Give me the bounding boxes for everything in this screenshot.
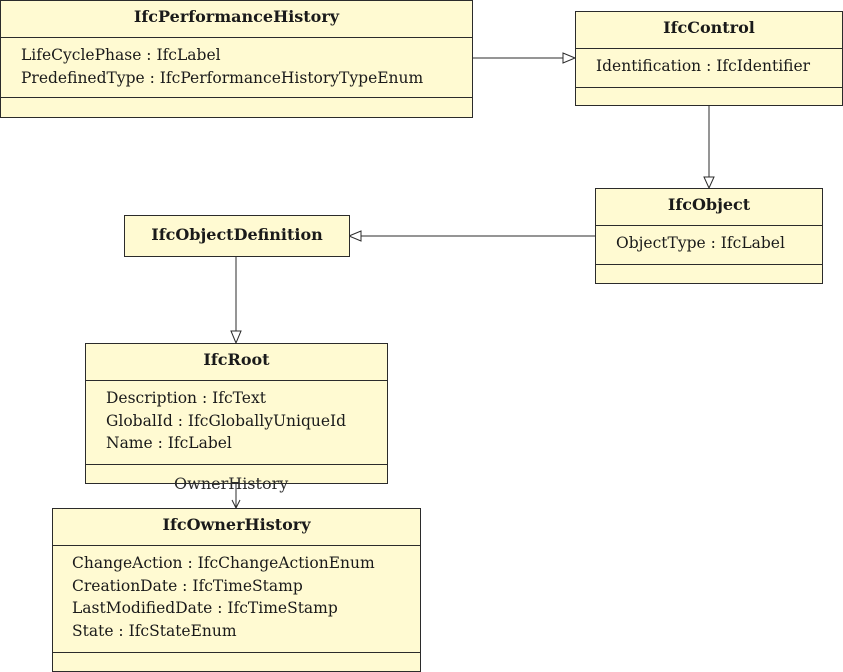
attribute-compartment: Description : IfcText GlobalId : IfcGlob… [86, 381, 387, 465]
attribute-compartment: ChangeAction : IfcChangeActionEnum Creat… [53, 546, 420, 653]
generalization-arrowhead [347, 230, 362, 242]
attribute: LifeCyclePhase : IfcLabel [21, 46, 221, 64]
attribute-compartment: LifeCyclePhase : IfcLabel PredefinedType… [1, 38, 472, 98]
class-ifc-control[interactable]: IfcControl Identification : IfcIdentifie… [575, 11, 843, 106]
association-role-label: OwnerHistory [174, 474, 289, 493]
class-name: IfcObject [596, 189, 822, 226]
attribute: State : IfcStateEnum [72, 621, 237, 640]
attribute: Identification : IfcIdentifier [596, 57, 811, 75]
generalization-arrowhead [703, 176, 715, 190]
class-name: IfcObjectDefinition [151, 225, 323, 244]
class-name: IfcRoot [86, 344, 387, 381]
generalization-arrowhead [562, 52, 577, 64]
attribute: GlobalId : IfcGloballyUniqueId [106, 411, 347, 430]
class-ifc-object-definition[interactable]: IfcObjectDefinition [124, 215, 350, 257]
generalization-arrowhead [230, 330, 242, 345]
class-ifc-performance-history[interactable]: IfcPerformanceHistory LifeCyclePhase : I… [0, 0, 473, 118]
attribute: Description : IfcText [106, 389, 266, 407]
class-ifc-object[interactable]: IfcObject ObjectType : IfcLabel [595, 188, 823, 284]
class-name: IfcPerformanceHistory [1, 1, 472, 38]
attribute-compartment: Identification : IfcIdentifier [576, 49, 842, 88]
class-name: IfcOwnerHistory [53, 509, 420, 546]
class-ifc-owner-history[interactable]: IfcOwnerHistory ChangeAction : IfcChange… [52, 508, 421, 672]
attribute: ChangeAction : IfcChangeActionEnum [72, 554, 375, 572]
attribute: Name : IfcLabel [106, 434, 232, 452]
attribute: ObjectType : IfcLabel [616, 234, 785, 252]
attribute: CreationDate : IfcTimeStamp [72, 576, 303, 595]
attribute-compartment: ObjectType : IfcLabel [596, 226, 822, 265]
class-name: IfcControl [576, 12, 842, 49]
class-ifc-root[interactable]: IfcRoot Description : IfcText GlobalId :… [85, 343, 388, 484]
attribute: LastModifiedDate : IfcTimeStamp [72, 599, 338, 617]
attribute: PredefinedType : IfcPerformanceHistoryTy… [21, 68, 424, 87]
